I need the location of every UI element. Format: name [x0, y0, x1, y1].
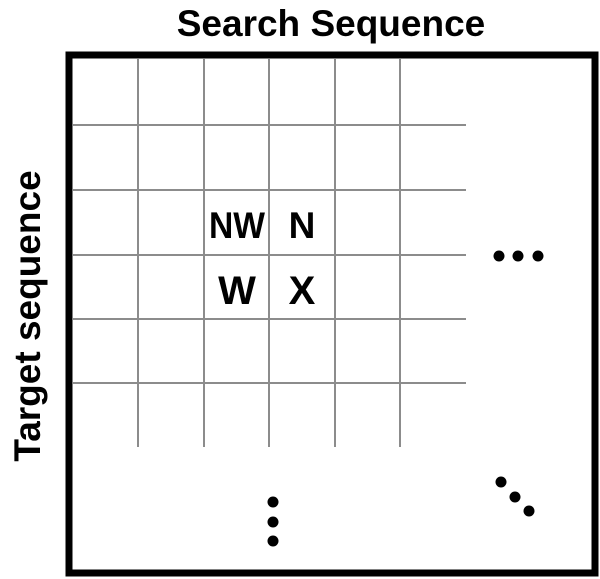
cell-nw: NW — [209, 205, 265, 246]
vertical-ellipsis-icon — [267, 496, 279, 547]
matrix-border — [65, 51, 599, 577]
search-sequence-title: Search Sequence — [176, 3, 486, 44]
cell-n: N — [289, 205, 316, 246]
grid-lines — [73, 59, 466, 447]
diagonal-ellipsis-icon — [495, 476, 535, 517]
cell-w: W — [218, 269, 256, 313]
horizontal-ellipsis-icon — [493, 250, 544, 262]
cell-x: X — [289, 269, 316, 313]
